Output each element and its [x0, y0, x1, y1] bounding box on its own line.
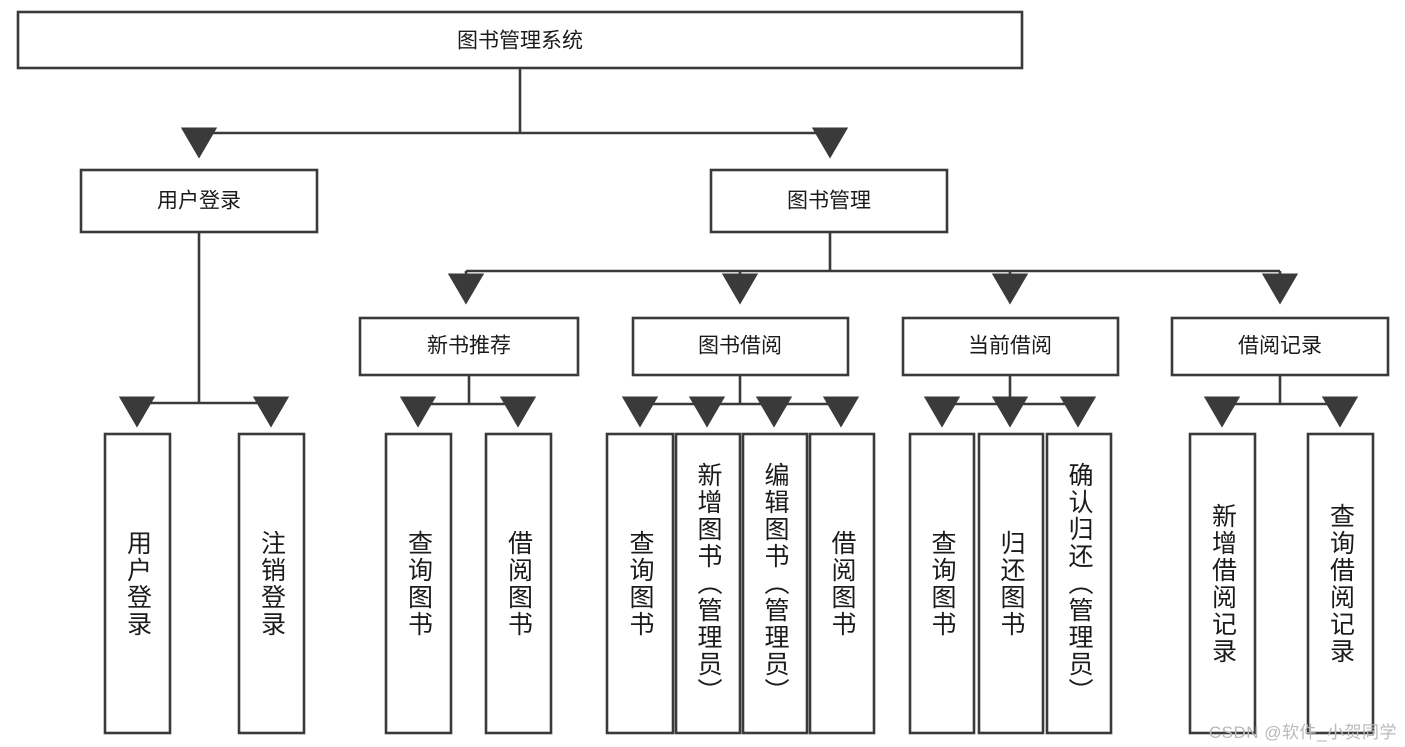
- label-book-management: 图书管理: [787, 190, 871, 213]
- leaf-box-new-book-recommend-0[interactable]: [384, 432, 453, 735]
- label-root-book-management-system: 图书管理系统: [457, 30, 583, 53]
- node-book-borrow[interactable]: [631, 316, 850, 377]
- leaf-box-current-borrow-0[interactable]: [908, 432, 976, 735]
- node-new-book-recommend[interactable]: [358, 316, 580, 377]
- label-book-borrow: 图书借阅: [698, 335, 782, 358]
- leaf-box-current-borrow-1[interactable]: [977, 432, 1045, 735]
- label-borrow-record: 借阅记录: [1238, 335, 1322, 358]
- node-current-borrow[interactable]: [901, 316, 1120, 377]
- node-user-login[interactable]: [79, 168, 319, 234]
- leaf-box-current-borrow-2[interactable]: [1045, 432, 1113, 735]
- leaf-box-borrow-record-1[interactable]: [1306, 432, 1375, 735]
- label-current-borrow: 当前借阅: [968, 335, 1052, 358]
- csdn-watermark: CSDN @软件_小贺同学: [1208, 723, 1397, 742]
- node-book-management[interactable]: [709, 168, 949, 234]
- label-user-login: 用户登录: [157, 190, 241, 213]
- connector-bookmgmt-to-level2: [447, 232, 1299, 305]
- leaf-box-user-login-0[interactable]: [103, 432, 172, 735]
- connector-userlogin-to-leaves: [118, 232, 290, 428]
- node-root-book-management-system[interactable]: [16, 10, 1024, 70]
- leaf-box-book-borrow-1[interactable]: [674, 432, 742, 735]
- connector-newbook-to-leaves: [399, 375, 537, 428]
- leaf-box-book-borrow-0[interactable]: [605, 432, 675, 735]
- connector-bookborrow-to-leaves: [621, 375, 860, 428]
- connector-root-to-level1: [180, 68, 849, 159]
- leaf-box-user-login-1[interactable]: [237, 432, 306, 735]
- leaf-box-borrow-record-0[interactable]: [1188, 432, 1257, 735]
- leaf-box-new-book-recommend-1[interactable]: [484, 432, 553, 735]
- node-borrow-record[interactable]: [1170, 316, 1390, 377]
- label-new-book-recommend: 新书推荐: [427, 335, 511, 358]
- connector-currentborrow-to-leaves: [923, 375, 1097, 428]
- leaf-box-book-borrow-2[interactable]: [741, 432, 809, 735]
- connector-borrowrecord-to-leaves: [1203, 375, 1359, 428]
- leaf-box-book-borrow-3[interactable]: [808, 432, 876, 735]
